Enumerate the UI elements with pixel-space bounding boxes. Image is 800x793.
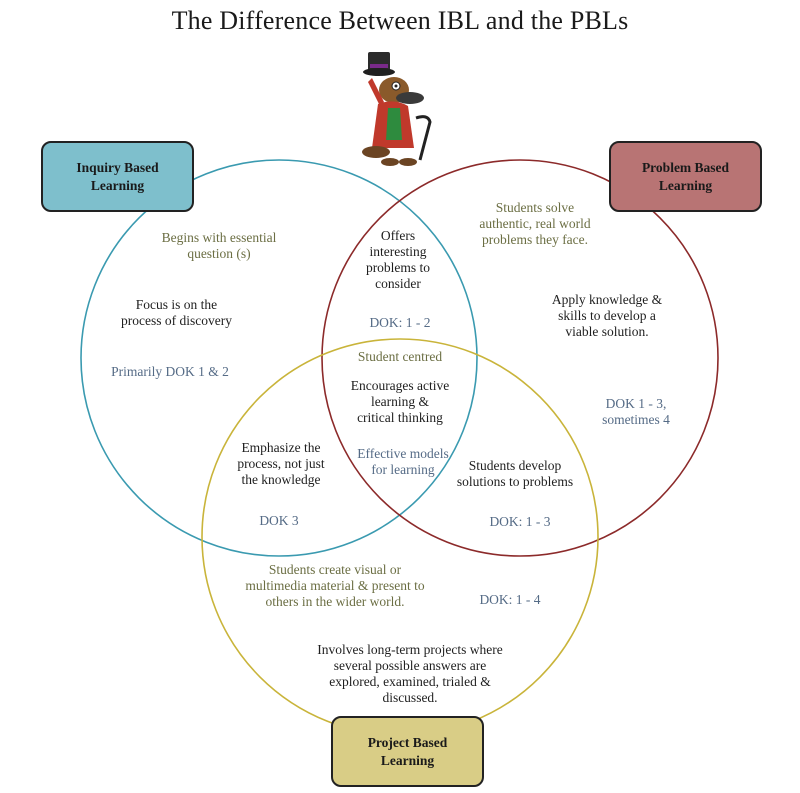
platypus-mascot-icon: [362, 52, 432, 166]
active-learning-critical-thinking: Encourages active learning & critical th…: [350, 378, 450, 425]
problem-label-text: Problem Based Learning: [641, 159, 730, 193]
ibl-prj-dok: DOK 3: [259, 513, 299, 528]
inquiry-circle: [80, 159, 478, 557]
page-title: The Difference Between IBL and the PBLs: [171, 6, 629, 35]
student-centred: Student centred: [357, 349, 443, 364]
inquiry-label-text: Inquiry Based Learning: [76, 159, 159, 193]
ibl-dok: Primarily DOK 1 & 2: [111, 364, 229, 379]
problem-circle: [321, 159, 719, 557]
prb-prj-dok: DOK: 1 - 3: [489, 514, 551, 529]
prj-dok: DOK: 1 - 4: [479, 592, 541, 607]
inquiry-based-learning-label: Inquiry Based Learning: [41, 141, 194, 212]
prj-long-term: Involves long-term projects where severa…: [317, 642, 503, 705]
prj-create-material: Students create visual or multimedia mat…: [245, 562, 425, 609]
project-label-text: Project Based Learning: [367, 734, 448, 768]
prb-solve-authentic: Students solve authentic, real world pro…: [479, 200, 591, 247]
ibl-prb-overlap-text: Offers interesting problems to consider: [365, 228, 431, 291]
prb-prj-overlap-text: Students develop solutions to problems: [456, 458, 574, 489]
ibl-focus-discovery: Focus is on the process of discovery: [121, 297, 232, 328]
prb-apply-knowledge: Apply knowledge & skills to develop a vi…: [551, 292, 663, 339]
problem-based-learning-label: Problem Based Learning: [609, 141, 762, 212]
prb-dok: DOK 1 - 3, sometimes 4: [602, 396, 670, 427]
ibl-essential-question: Begins with essential question (s): [161, 230, 277, 261]
project-based-learning-label: Project Based Learning: [331, 716, 484, 787]
ibl-prj-overlap-text: Emphasize the process, not just the know…: [237, 440, 325, 487]
ibl-prb-dok: DOK: 1 - 2: [369, 315, 431, 330]
effective-models: Effective models for learning: [357, 446, 449, 477]
